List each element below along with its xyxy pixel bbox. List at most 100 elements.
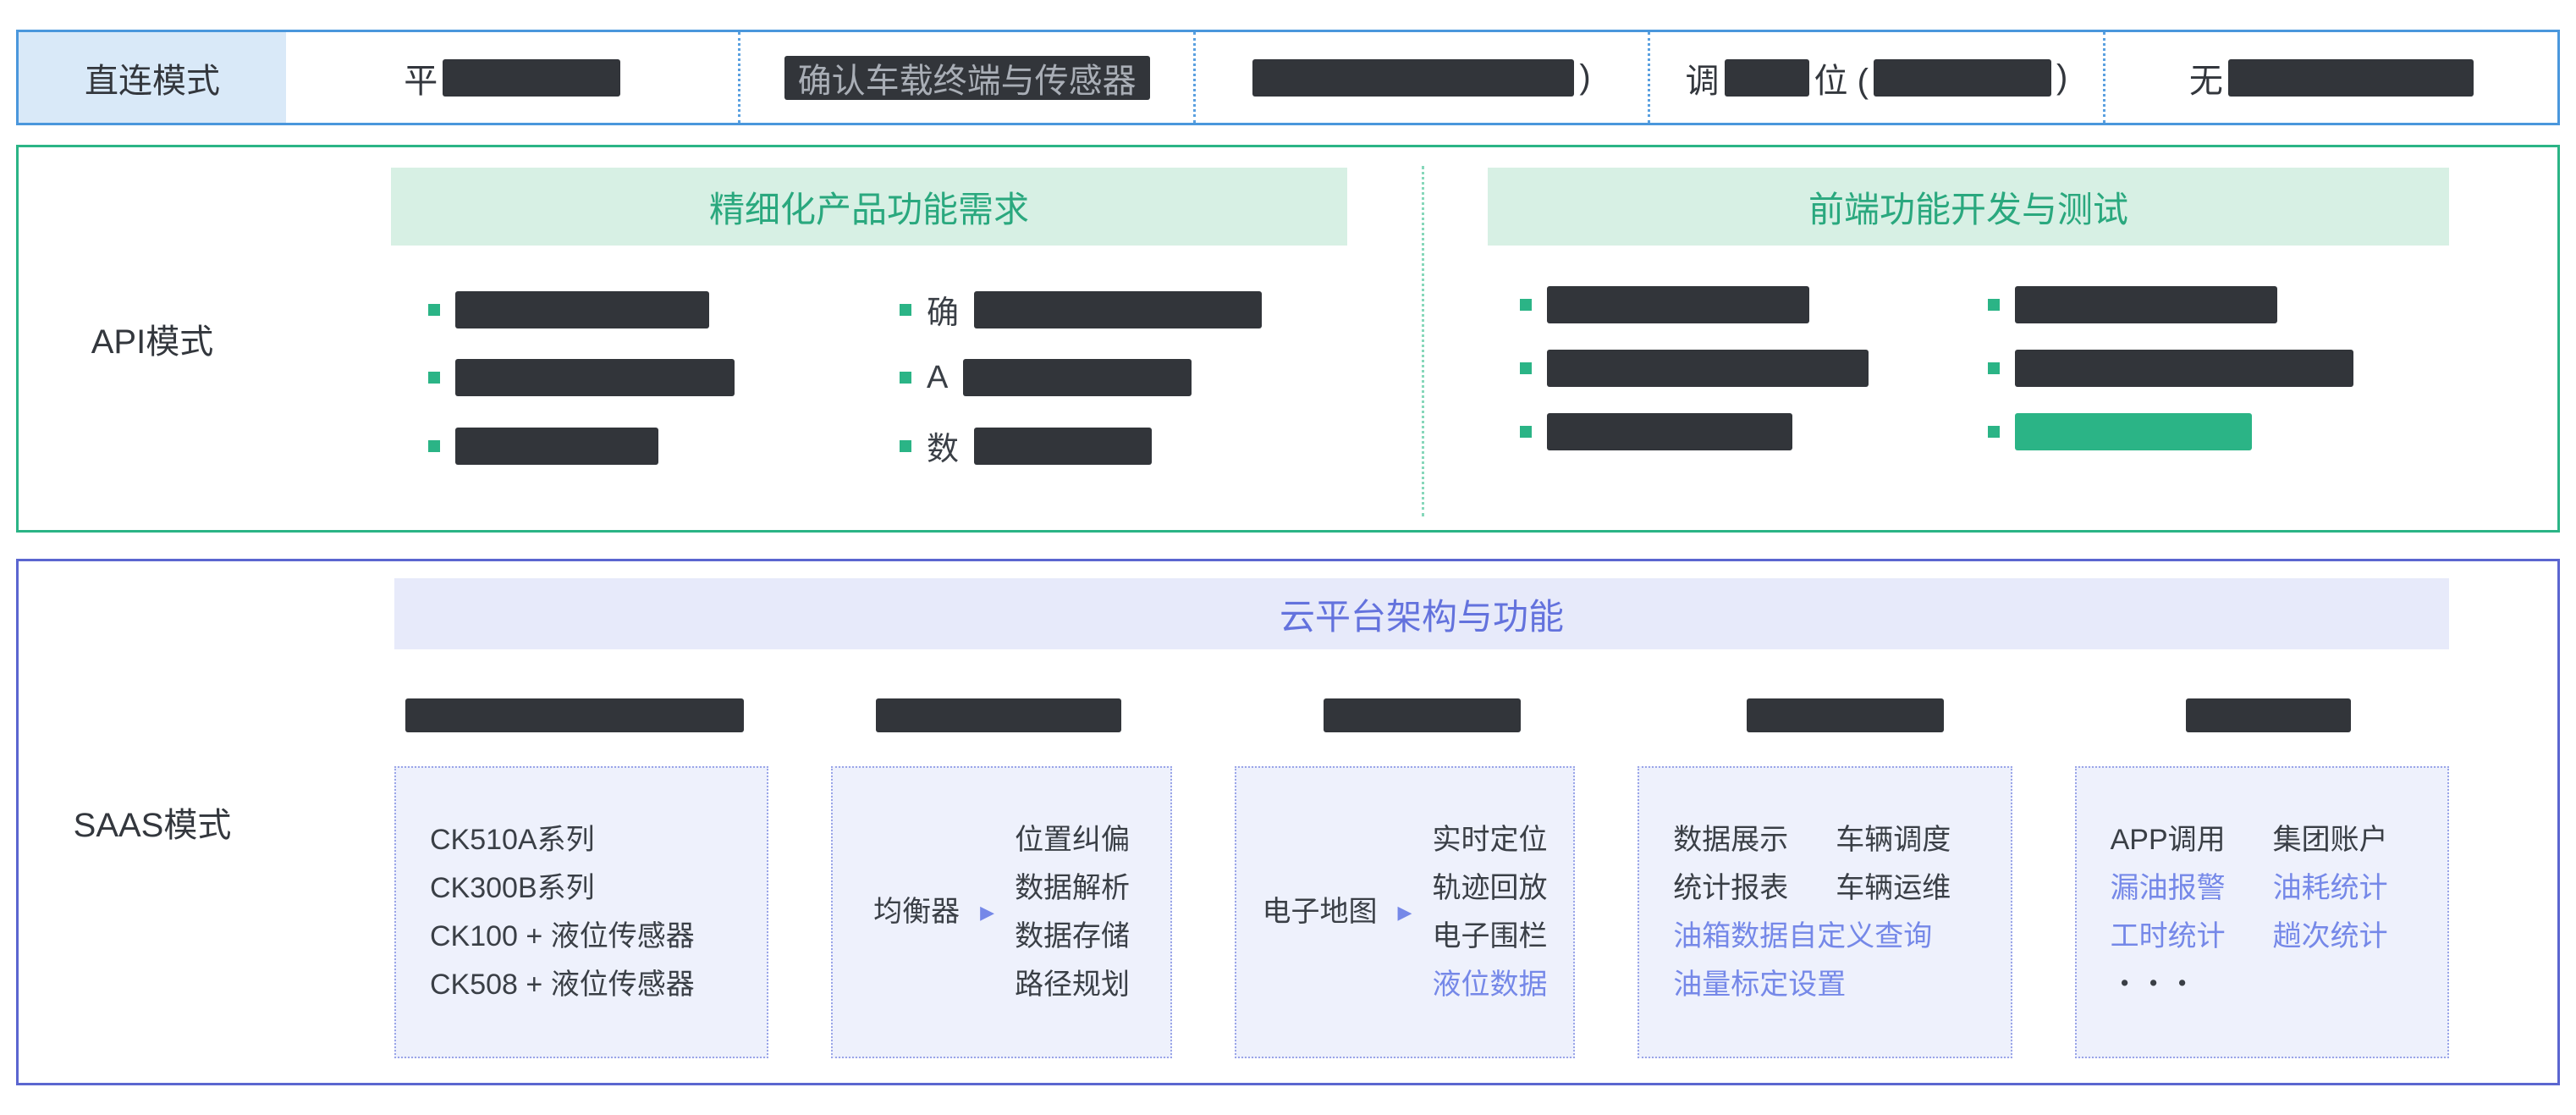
bullet-square-icon	[900, 303, 911, 316]
map-label: 电子地图	[1262, 896, 1378, 928]
hardware-line: CK508 + 液位传感器	[430, 968, 695, 1001]
map-item: 轨迹回放	[1432, 871, 1548, 904]
bullet-item	[428, 422, 900, 469]
bullet-item	[1520, 350, 1988, 387]
step-text-fragment: 位 (	[1814, 62, 1869, 100]
balancer-item: 路径规划	[1015, 968, 1131, 1001]
hardware-line: CK300B系列	[430, 871, 595, 904]
redacted-step-label: 确认车载终端与传感器	[784, 55, 1150, 100]
hardware-box: CK510A系列 CK300B系列 CK100 + 液位传感器 CK508 + …	[394, 766, 769, 1058]
redacted-text	[2015, 350, 2353, 387]
redacted-text	[405, 698, 745, 732]
balancer-box: 均衡器 ▶ 位置纠偏 数据解析 数据存储 路径规划	[831, 766, 1172, 1058]
direct-step-2: 确认车载终端与传感器	[738, 32, 1192, 123]
service-item-fuel-stats: 油耗统计	[2272, 871, 2388, 904]
requirements-header: 精细化产品功能需求	[391, 168, 1347, 246]
redacted-text	[455, 359, 735, 396]
service-item-trip-stats: 趟次统计	[2272, 919, 2388, 952]
hardware-line: CK510A系列	[430, 823, 595, 856]
redacted-text	[455, 290, 709, 328]
platform-box: 数据展示 车辆调度 统计报表 车辆运维 油箱数据自定义查询 油量标定设置	[1638, 766, 2012, 1058]
platform-item: 车辆调度	[1836, 823, 1951, 856]
step-text-fragment: )	[2056, 58, 2068, 96]
direct-mode-section: 直连模式 平 确认车载终端与传感器 ) 调 位 ( ) 无	[16, 30, 2560, 125]
redacted-text	[1547, 413, 1792, 450]
service-item-oil-leak-alarm: 漏油报警	[2110, 871, 2226, 904]
saas-mode-content: 云平台架构与功能 CK5	[286, 561, 2557, 1083]
step-text-fragment: 平	[404, 62, 438, 100]
service-row: 漏油报警 油耗统计	[2111, 864, 2447, 913]
balancer-label: 均衡器	[873, 896, 960, 928]
service-more-ellipsis: ・・・	[2110, 968, 2197, 1001]
arrow-right-icon: ▶	[980, 901, 995, 923]
direct-step-5: 无	[2102, 32, 2557, 123]
dotted-divider	[1422, 166, 1424, 516]
platform-item: 数据展示	[1673, 823, 1789, 856]
bullet-square-icon	[1520, 426, 1532, 438]
direct-mode-steps: 平 确认车载终端与传感器 ) 调 位 ( ) 无	[286, 32, 2557, 123]
redacted-text	[1323, 698, 1521, 732]
saas-header: 云平台架构与功能	[394, 578, 2449, 649]
direct-step-3: )	[1192, 32, 1648, 123]
bullet-item	[428, 286, 900, 333]
balancer-item: 数据存储	[1015, 919, 1131, 952]
saas-column-headers	[394, 697, 2449, 734]
column-header	[2089, 697, 2449, 734]
service-item: APP调用	[2110, 823, 2226, 856]
redacted-text	[875, 698, 1121, 732]
direct-mode-label: 直连模式	[19, 32, 286, 123]
bullet-square-icon	[428, 372, 440, 384]
redacted-text	[1252, 58, 1575, 97]
bullet-item	[1520, 286, 1988, 323]
service-row: 工时统计 趟次统计	[2111, 913, 2447, 961]
api-frontend-column: 前端功能开发与测试	[1422, 147, 2557, 530]
platform-item: 车辆运维	[1836, 871, 1951, 904]
bullet-square-icon	[900, 372, 911, 384]
step-text-fragment: 无	[2188, 62, 2223, 100]
redacted-text	[1873, 58, 2051, 97]
column-header	[1665, 697, 2025, 734]
redacted-text	[1547, 350, 1869, 387]
arrow-right-icon: ▶	[1397, 901, 1412, 923]
bullet-item: A	[900, 359, 1371, 396]
column-header	[1241, 697, 1602, 734]
saas-boxes: CK510A系列 CK300B系列 CK100 + 液位传感器 CK508 + …	[394, 766, 2450, 1058]
redacted-text	[443, 58, 621, 97]
frontend-header: 前端功能开发与测试	[1488, 168, 2449, 246]
service-item-work-hour-stats: 工时统计	[2110, 919, 2226, 952]
column-header	[817, 697, 1178, 734]
requirements-bullets: 确 A	[286, 286, 1422, 469]
redacted-text	[963, 359, 1192, 396]
platform-link-tank-query: 油箱数据自定义查询	[1673, 919, 1933, 952]
redacted-text	[455, 427, 658, 465]
map-items: 实时定位 轨迹回放 电子围栏 液位数据	[1432, 816, 1547, 1009]
bullet-square-icon	[1988, 362, 2000, 374]
platform-row: 统计报表 车辆运维	[1673, 864, 2010, 913]
map-item: 电子围栏	[1432, 919, 1548, 952]
bullet-square-icon	[428, 303, 440, 316]
step-text-fragment: 调	[1685, 62, 1720, 100]
bullet-text-fragment: 确	[927, 295, 960, 331]
platform-row: 数据展示 车辆调度	[1673, 816, 2010, 864]
platform-link-fuel-calibration: 油量标定设置	[1673, 968, 1847, 1001]
redacted-text	[1724, 58, 1809, 97]
hardware-line: CK100 + 液位传感器	[430, 919, 695, 952]
redacted-text	[1746, 698, 1944, 732]
bullet-item	[1988, 350, 2456, 387]
redacted-text	[2015, 286, 2277, 323]
bullet-text-fragment: 数	[927, 432, 960, 467]
bullet-square-icon	[900, 439, 911, 452]
balancer-items: 位置纠偏 数据解析 数据存储 路径规划	[1015, 816, 1130, 1009]
saas-mode-label: SAAS模式	[73, 807, 232, 844]
column-header	[394, 697, 755, 734]
frontend-bullets	[1422, 286, 2557, 450]
direct-step-1: 平	[286, 32, 738, 123]
redacted-text	[974, 427, 1153, 465]
api-mode-label: API模式	[91, 323, 214, 361]
step-text-fragment: )	[1579, 58, 1591, 96]
direct-step-4: 调 位 ( )	[1648, 32, 2102, 123]
redacted-text	[2227, 58, 2474, 97]
service-box: APP调用 集团账户 漏油报警 油耗统计 工时统计 趟次统计 ・・・	[2074, 766, 2450, 1058]
map-item: 实时定位	[1432, 823, 1548, 856]
